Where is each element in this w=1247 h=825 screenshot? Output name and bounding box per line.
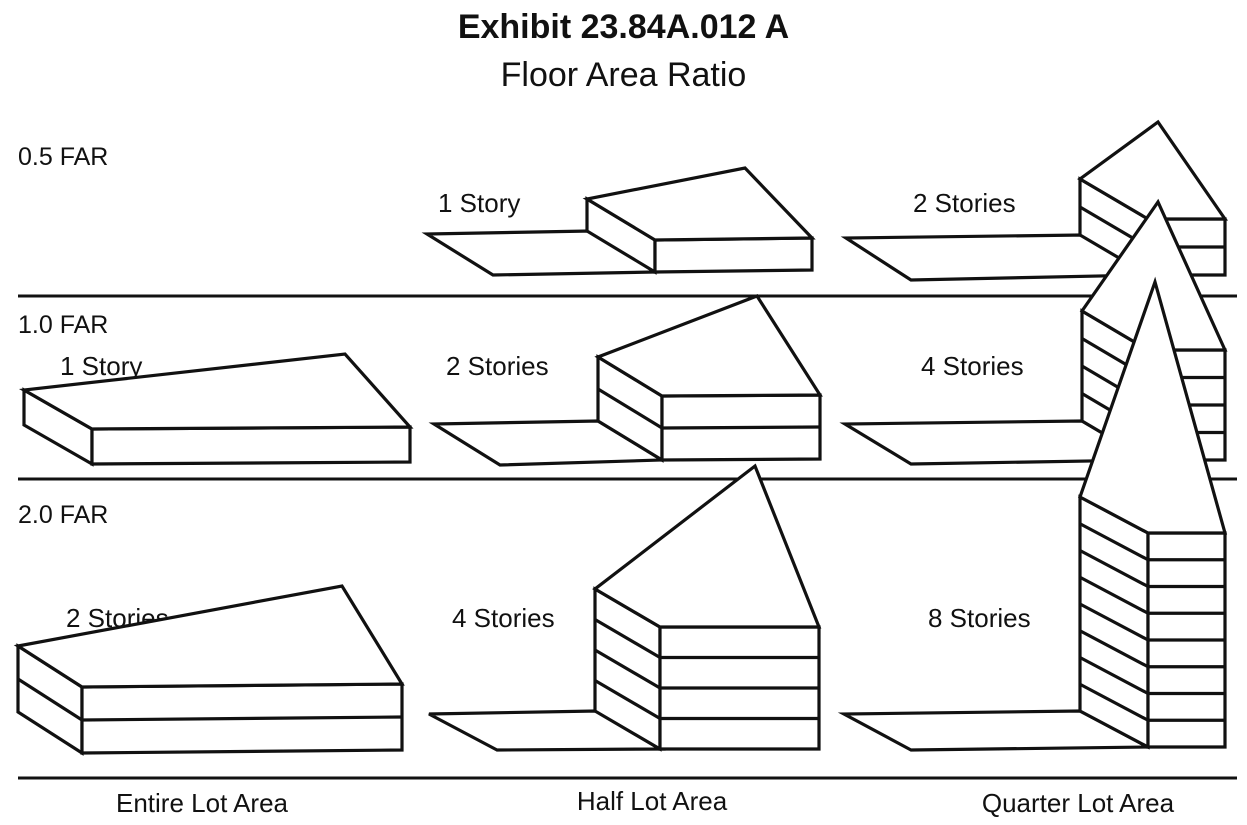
building-entire-2.0-roof: [13, 584, 405, 689]
building-half-2.0-floor-line-side-1: [594, 679, 661, 720]
building-quarter-2.0-floor-line-side-2: [1079, 656, 1149, 695]
building-half-2.0-floor-line-side-3: [594, 618, 661, 659]
story-label-quarter-0.5: 2 Stories: [913, 188, 1016, 218]
building-half-0.5-front-face: [653, 236, 814, 274]
column-label-quarter-lot: Quarter Lot Area: [981, 788, 1175, 818]
row-label-1.0-far: 1.0 FAR: [18, 311, 109, 339]
building-quarter-0.5-roof: [1077, 119, 1229, 221]
building-entire-1.0-roof: [18, 352, 414, 431]
column-label-entire-lot: Entire Lot Area: [116, 788, 288, 818]
building-half-0.5-roof: [582, 166, 816, 242]
story-label-quarter-2.0: 8 Stories: [928, 603, 1031, 633]
building-half-2.0-roof: [592, 463, 822, 629]
story-label-entire-1.0: 1 Story: [60, 351, 143, 381]
story-label-half-0.5: 1 Story: [438, 188, 521, 218]
building-quarter-2.0-floor-line-side-7: [1079, 522, 1149, 562]
column-label-half-lot: Half Lot Area: [576, 786, 728, 816]
story-label-half-1.0: 2 Stories: [446, 351, 549, 381]
diagram-subtitle: Floor Area Ratio: [500, 56, 747, 94]
building-quarter-2.0-floor-line-side-4: [1079, 602, 1149, 642]
building-half-1.0-roof: [594, 294, 823, 398]
building-half-1.0-floor-line-front-1: [661, 425, 821, 430]
building-quarter-2.0-floor-line-side-6: [1079, 549, 1149, 588]
building-quarter-1.0-roof: [1079, 198, 1228, 352]
building-entire-1.0-front-face: [90, 425, 412, 466]
building-quarter-2.0-roof: [1078, 276, 1228, 535]
building-half-1.0-floor-line-side-1: [597, 387, 663, 430]
building-quarter-2.0-floor-line-side-1: [1079, 682, 1149, 722]
story-label-half-2.0: 4 Stories: [452, 603, 555, 633]
building-entire-2.0-floor-line-side-1: [17, 677, 83, 722]
building-quarter-2.0-floor-line-side-3: [1079, 629, 1149, 669]
diagram-title: Exhibit 23.84A.012 A: [457, 8, 790, 46]
row-label-0.5-far: 0.5 FAR: [18, 143, 109, 171]
building-quarter-2.0-floor-line-side-5: [1079, 575, 1149, 615]
building-entire-2.0-floor-line-front-1: [81, 715, 403, 722]
building-half-2.0-floor-line-side-2: [594, 648, 661, 690]
story-label-quarter-1.0: 4 Stories: [921, 351, 1024, 381]
row-label-2.0-far: 2.0 FAR: [18, 501, 109, 529]
